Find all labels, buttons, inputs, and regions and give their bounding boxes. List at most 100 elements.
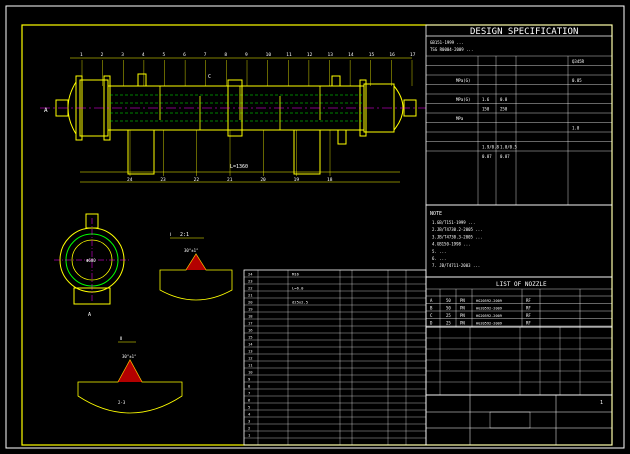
note-line: 3.JB/T4730.3-2005 ... xyxy=(432,234,483,239)
spec-tube-value: 1.6 xyxy=(482,97,490,102)
part-number: 13 xyxy=(248,349,253,354)
part-number: 20 xyxy=(248,300,253,305)
nozzle-mark: D xyxy=(430,321,433,326)
part-number: 5 xyxy=(248,405,250,410)
balloon-label: 11 xyxy=(286,52,292,58)
part-number: 16 xyxy=(248,328,253,333)
balloon-label: 20 xyxy=(260,177,266,183)
end-view-center-label: Φ600 xyxy=(86,258,96,263)
detail-two-title: Ⅱ xyxy=(120,336,122,342)
nozzle-rating: PN xyxy=(460,306,465,311)
balloon-label: 5 xyxy=(163,52,166,58)
balloon-label: 10 xyxy=(266,52,272,58)
part-number: 12 xyxy=(248,356,253,361)
nozzle-title: LIST OF NOZZLE xyxy=(496,281,547,288)
part-number: 18 xyxy=(248,314,253,319)
balloon-label: 18 xyxy=(327,177,333,183)
part-number: 8 xyxy=(248,384,251,389)
balloon-label: 13 xyxy=(328,52,334,58)
balloon-label: 22 xyxy=(194,177,200,183)
part-number: 15 xyxy=(248,335,253,340)
nozzle-standard: HG20592-2009 xyxy=(476,299,502,303)
part-name: L=6.0 xyxy=(292,286,304,291)
part-number: 23 xyxy=(248,279,253,284)
note-line: 7. JB/T4711-2003 ... xyxy=(432,263,480,268)
note-line: 6. ... xyxy=(432,256,446,261)
dimension-label: L=1360 xyxy=(230,164,248,170)
detail-one-angle: 30°±1° xyxy=(184,248,198,253)
part-number: 3 xyxy=(248,419,250,424)
balloon-label: 17 xyxy=(410,52,416,58)
spec-tube-value: 0.87 xyxy=(482,154,492,159)
saddle-support-right xyxy=(293,129,321,175)
shell-nozzle-top-2 xyxy=(331,75,341,87)
nozzle-size: 50 xyxy=(446,298,451,303)
title-block: 1 xyxy=(425,394,613,446)
nozzle-face: RF xyxy=(526,306,531,311)
balloon-label: 16 xyxy=(389,52,395,58)
part-number: 2 xyxy=(248,426,250,431)
detail-two-dim: 2-3 xyxy=(118,400,126,405)
title-main-cell xyxy=(489,411,531,429)
nozzle-rating: PN xyxy=(460,313,465,318)
part-number: 21 xyxy=(248,293,253,298)
balloon-label: 1 xyxy=(80,52,83,58)
spec-unit: MPa xyxy=(456,116,464,121)
shell-nozzle-top xyxy=(137,73,147,87)
nozzle-mark: A xyxy=(430,298,433,303)
spec-tube-value: 1.9/0.8 xyxy=(482,145,499,150)
detail-two-weld xyxy=(77,359,183,414)
nozzle-size: 25 xyxy=(446,313,451,318)
nozzle-rating: PN xyxy=(460,298,465,303)
part-number: 24 xyxy=(248,272,253,277)
detail-one-scale: 2:1 xyxy=(180,232,189,238)
end-view-top-nozzle xyxy=(85,213,99,229)
technical-notes: NOTE 1.GB/T151-1999 ...2.JB/T4730.2-2005… xyxy=(425,204,613,278)
balloon-label: 3 xyxy=(121,52,124,58)
nozzle-face: RF xyxy=(526,298,531,303)
spec-right-value: 1.0 xyxy=(572,126,580,131)
nozzle-mark: B xyxy=(430,306,433,311)
title-block-frame xyxy=(425,394,613,446)
part-number: 9 xyxy=(248,377,251,382)
nozzle-standard: HG20592-2009 xyxy=(476,322,502,326)
spec-tube-value: 150 xyxy=(482,107,490,112)
balloon-label: 24 xyxy=(127,177,133,183)
spec-shell-value: 1.0/0.5 xyxy=(500,145,517,150)
part-number: 17 xyxy=(248,321,253,326)
spec-shell-value: 250 xyxy=(500,107,508,112)
spec-header-row-1: GB151-1999 ... xyxy=(430,40,464,45)
note-line: 1.GB/T151-1999 ... xyxy=(432,220,475,225)
nozzle-size: 25 xyxy=(446,321,451,326)
note-line: 2.JB/T4730.2-2005 ... xyxy=(432,227,483,232)
balloon-label: 19 xyxy=(294,177,300,183)
spec-title: DESIGN SPECIFICATION xyxy=(470,27,578,37)
part-name: M16 xyxy=(292,272,300,277)
spec-shell-value: 0.87 xyxy=(500,154,510,159)
parts-frame xyxy=(243,269,427,446)
part-number: 1 xyxy=(248,433,251,438)
balloon-label: 7 xyxy=(204,52,207,58)
detail-one-hatch xyxy=(186,254,206,270)
title-sheet: 1 xyxy=(600,400,603,406)
spec-shell-value: 0.8 xyxy=(500,97,508,102)
balloon-label: 14 xyxy=(348,52,354,58)
part-number: 11 xyxy=(248,363,253,368)
spec-frame xyxy=(425,24,613,206)
summary-frame xyxy=(425,326,613,396)
part-number: 4 xyxy=(248,412,251,417)
part-number: 14 xyxy=(248,342,253,347)
baffles xyxy=(159,86,321,130)
end-view-support xyxy=(73,287,111,305)
note-line: 5. ... xyxy=(432,249,446,254)
spec-unit: MPa(G) xyxy=(456,78,470,83)
nozzle-rating: PN xyxy=(460,321,465,326)
balloon-label: 9 xyxy=(245,52,248,58)
end-view: Φ600 A xyxy=(54,213,130,318)
part-number: 7 xyxy=(248,391,250,396)
